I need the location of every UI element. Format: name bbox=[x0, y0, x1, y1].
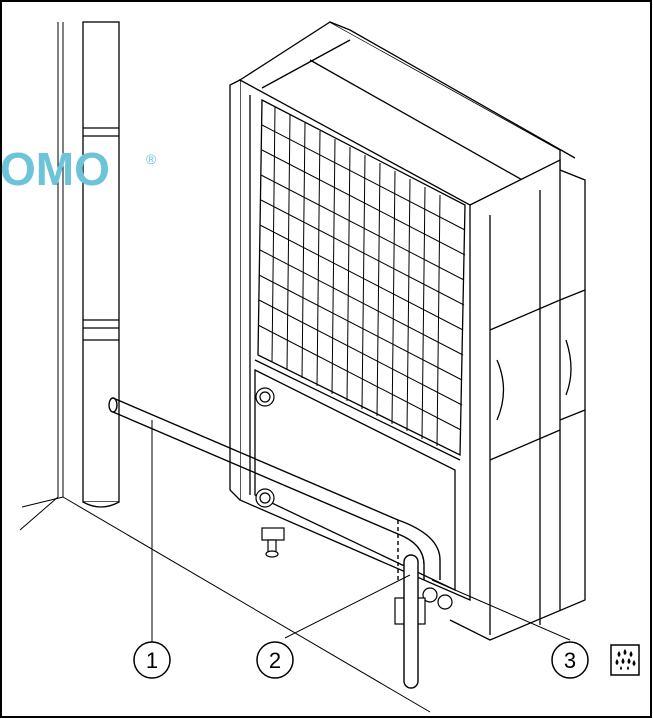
heat-pump-unit bbox=[229, 21, 586, 641]
front-grille bbox=[257, 98, 466, 457]
wall-corner bbox=[19, 22, 431, 713]
downpipe bbox=[82, 21, 120, 508]
callout-2: 2 bbox=[256, 641, 294, 679]
water-drops-icon bbox=[610, 644, 640, 676]
callout-1-label: 1 bbox=[146, 648, 158, 673]
connection-ports bbox=[255, 387, 453, 610]
callout-3: 3 bbox=[551, 641, 589, 679]
callout-2-label: 2 bbox=[269, 648, 281, 673]
leader-lines bbox=[151, 420, 571, 642]
callout-3-label: 3 bbox=[564, 648, 576, 673]
callout-1: 1 bbox=[133, 641, 171, 679]
condensate-pipe bbox=[108, 397, 441, 689]
watermark-registered: ® bbox=[146, 151, 157, 167]
watermark-text: OMO bbox=[0, 143, 110, 195]
watermark: OMO ® bbox=[0, 143, 157, 195]
